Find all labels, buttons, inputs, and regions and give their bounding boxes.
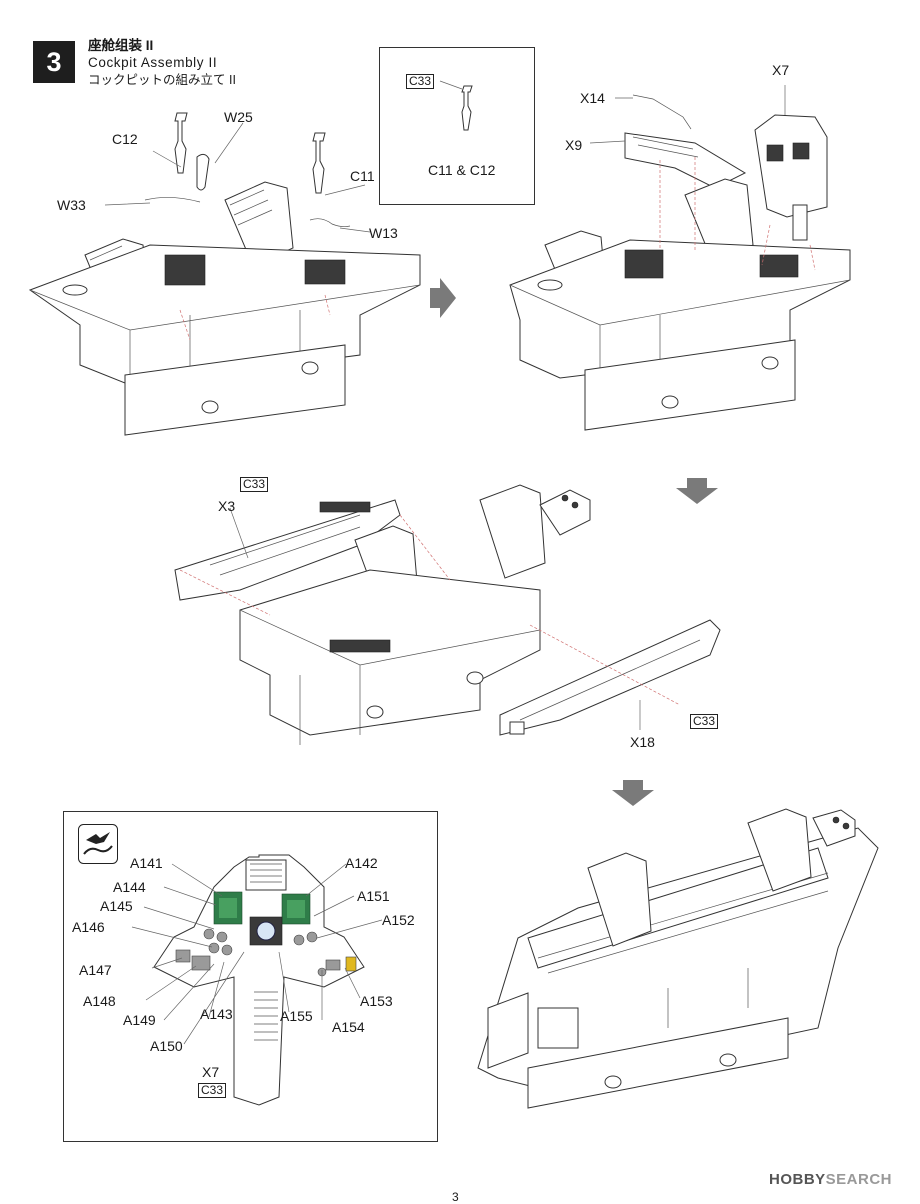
cockpit-tub-drawing-3: [170, 460, 730, 750]
detail-inset-box: C33 C11 & C12: [379, 47, 535, 205]
x7-ref-text: C33: [201, 1083, 224, 1097]
inset-ref-c33: C33: [406, 74, 435, 89]
callout-a151: A151: [357, 888, 390, 904]
label-c11: C11: [350, 168, 375, 184]
watermark-hobbysearch: HOBBYSEARCH: [769, 1171, 892, 1188]
label-x3: X3: [218, 498, 236, 514]
callout-a147: A147: [79, 962, 112, 978]
cockpit-tub-drawing-2: [505, 85, 865, 435]
callout-a153: A153: [360, 993, 393, 1009]
x18-ref-box: C33: [690, 714, 719, 729]
step-number-badge: 3: [33, 41, 75, 83]
step-title-chinese: 座舱组装 II: [88, 38, 154, 53]
label-c12: C12: [112, 131, 138, 147]
step-title-japanese: コックピットの組み立て II: [88, 73, 236, 87]
label-x18: X18: [630, 734, 655, 750]
callout-a152: A152: [382, 912, 415, 928]
instrument-panel-decal-box: A141 A142 A144 A151 A145 A152 A146 A147 …: [63, 811, 438, 1142]
callout-a150: A150: [150, 1038, 183, 1054]
callout-a149: A149: [123, 1012, 156, 1028]
callout-a143: A143: [200, 1006, 233, 1022]
label-x7-panel: X7: [202, 1064, 220, 1080]
step-title-english: Cockpit Assembly II: [88, 55, 218, 70]
completed-cockpit-drawing: [468, 808, 888, 1109]
x3-ref-box: C33: [240, 477, 269, 492]
cockpit-tub-drawing-1: [25, 95, 425, 455]
label-x7-top: X7: [772, 62, 790, 78]
x18-ref-text: C33: [693, 714, 716, 728]
label-x14: X14: [580, 90, 605, 106]
label-x9: X9: [565, 137, 583, 153]
inset-parts-label: C11 & C12: [428, 162, 496, 178]
callout-a148: A148: [83, 993, 116, 1009]
page-number: 3: [452, 1190, 459, 1204]
callout-a155: A155: [280, 1008, 313, 1024]
callout-a144: A144: [113, 879, 146, 895]
callout-a145: A145: [100, 898, 133, 914]
watermark-suffix: SEARCH: [825, 1171, 892, 1188]
callout-a146: A146: [72, 919, 105, 935]
label-w13: W13: [369, 225, 398, 241]
label-w25: W25: [224, 109, 253, 125]
callout-a154: A154: [332, 1019, 365, 1035]
x3-ref-text: C33: [243, 477, 266, 491]
callout-a142: A142: [345, 855, 378, 871]
inset-ref-text: C33: [409, 74, 432, 88]
x7-ref-box: C33: [198, 1083, 227, 1098]
decal-icon: [78, 824, 118, 864]
label-w33: W33: [57, 197, 86, 213]
watermark-brand: HOBBY: [768, 1171, 826, 1188]
callout-a141: A141: [130, 855, 163, 871]
